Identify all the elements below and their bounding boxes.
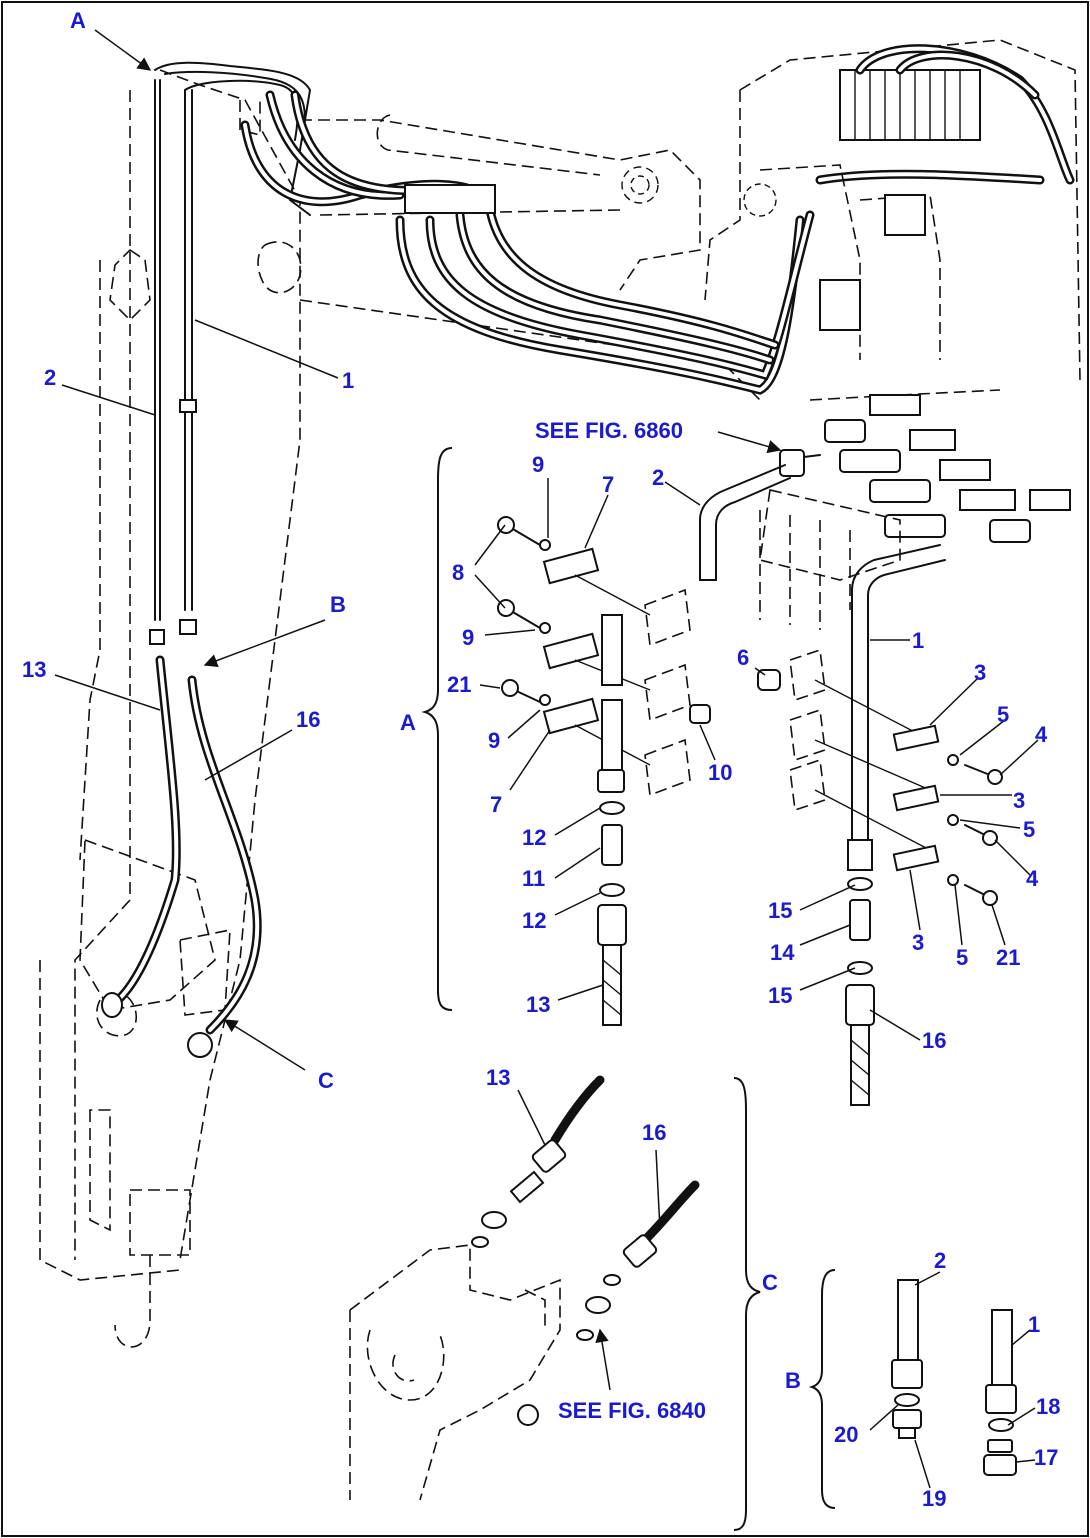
label-part-15-b: 15: [768, 983, 792, 1008]
label-part-3-b: 3: [1013, 788, 1025, 813]
label-part-21-b: 21: [996, 945, 1020, 970]
boom-pipes: [101, 61, 311, 1058]
label-part-16-c: 16: [642, 1120, 666, 1145]
view-b-detail: [891, 1279, 1017, 1476]
label-view-a: A: [400, 710, 416, 735]
label-view-b: B: [785, 1368, 801, 1393]
label-part-10: 10: [708, 760, 732, 785]
label-part-13-boom: 13: [22, 657, 46, 682]
label-part-12-b: 12: [522, 908, 546, 933]
label-part-16-a: 16: [922, 1028, 946, 1053]
label-part-9-a: 9: [532, 452, 544, 477]
label-part-16-boom: 16: [296, 707, 320, 732]
label-part-17: 17: [1034, 1445, 1058, 1470]
label-part-9-c: 9: [488, 728, 500, 753]
label-part-5-c: 5: [956, 945, 968, 970]
view-a-detail: [497, 394, 1071, 1106]
label-part-2-a: 2: [652, 465, 664, 490]
label-part-11: 11: [522, 866, 545, 891]
label-part-1-b: 1: [1028, 1312, 1040, 1337]
label-part-14: 14: [770, 940, 795, 965]
label-part-9-b: 9: [462, 625, 474, 650]
label-part-3-c: 3: [912, 930, 924, 955]
label-part-4-b: 4: [1026, 866, 1039, 891]
label-part-5-b: 5: [1023, 817, 1035, 842]
view-c-detail: [349, 1075, 700, 1501]
label-part-1-a: 1: [912, 628, 924, 653]
label-view-c: C: [762, 1270, 778, 1295]
label-part-2-boom: 2: [44, 365, 56, 390]
label-view-c-ref: C: [318, 1068, 334, 1093]
brace-view-b: [808, 1269, 836, 1509]
label-part-7-b: 7: [490, 792, 502, 817]
leaders: [54, 29, 1039, 1489]
label-part-7-a: 7: [602, 472, 614, 497]
callout-labels: A B C 1 2 13 16 SEE FIG. 6860 9 7 2 8 9 …: [22, 8, 1060, 1511]
label-see-fig-6860: SEE FIG. 6860: [535, 418, 683, 443]
label-part-18: 18: [1036, 1394, 1060, 1419]
brace-view-a: [421, 447, 453, 1011]
label-part-3-a: 3: [974, 660, 986, 685]
label-part-21-a: 21: [447, 672, 471, 697]
label-part-1-boom: 1: [342, 368, 354, 393]
label-part-20: 20: [834, 1422, 858, 1447]
label-view-b-ref: B: [330, 592, 346, 617]
label-part-13-a: 13: [526, 992, 550, 1017]
label-part-2-b: 2: [934, 1248, 946, 1273]
control-valve: [704, 39, 1081, 401]
label-part-13-c: 13: [486, 1065, 510, 1090]
brace-view-c: [733, 1077, 761, 1531]
label-part-12-a: 12: [522, 825, 546, 850]
boom-hose-bundle: [240, 90, 815, 395]
label-part-6: 6: [737, 645, 749, 670]
boom-arm-outline: [39, 69, 302, 1348]
label-part-4-a: 4: [1035, 722, 1048, 747]
label-view-a-top: A: [70, 8, 86, 33]
label-see-fig-6840: SEE FIG. 6840: [558, 1398, 706, 1423]
label-part-8: 8: [452, 560, 464, 585]
label-part-5-a: 5: [997, 702, 1009, 727]
label-part-15-a: 15: [768, 898, 792, 923]
label-part-19: 19: [922, 1486, 946, 1511]
